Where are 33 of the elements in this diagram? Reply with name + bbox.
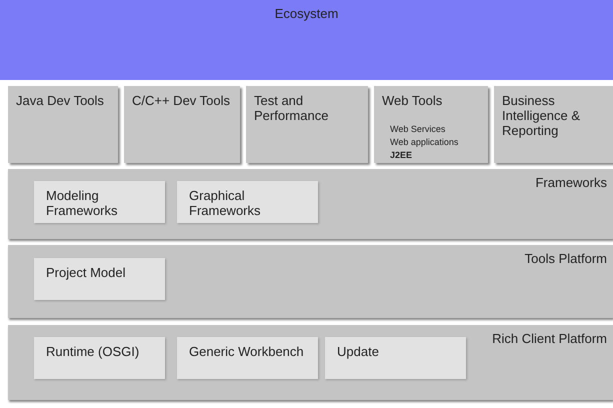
tool-box <box>8 86 118 163</box>
sub-item-text: J2EE <box>390 149 412 162</box>
tool-name: Web Tools <box>382 93 444 108</box>
layer-band <box>0 0 613 80</box>
tool-name: Test and Performance <box>254 93 330 123</box>
layer-band <box>8 245 613 318</box>
component-name: Update <box>337 344 380 359</box>
layer-band <box>8 169 613 239</box>
tool-box <box>494 86 613 163</box>
component-name: Runtime (OSGI) <box>46 344 140 359</box>
tool-name: Business Intelligence & Reporting <box>502 93 582 138</box>
sub-item-text: Web Services <box>390 123 446 136</box>
component-name: Modeling Frameworks <box>46 188 119 218</box>
tool-box <box>124 86 240 163</box>
component-box <box>34 181 165 223</box>
layer-title: Ecosystem <box>274 6 340 21</box>
tool-box <box>374 86 488 163</box>
component-box <box>34 258 165 300</box>
layer-title: Frameworks <box>535 175 607 190</box>
component-box <box>177 181 318 223</box>
component-name: Project Model <box>46 265 126 280</box>
component-box <box>34 337 165 379</box>
component-name: Generic Workbench <box>189 344 305 359</box>
tool-box <box>246 86 368 163</box>
component-box <box>177 337 318 379</box>
component-box <box>325 337 466 379</box>
layer-band <box>8 325 613 400</box>
sub-item-text: Web applications <box>390 136 458 149</box>
layer-title: Rich Client Platform <box>492 331 607 346</box>
tool-name: Java Dev Tools <box>16 93 105 108</box>
layer-title: Tools Platform <box>524 251 607 266</box>
component-name: Graphical Frameworks <box>189 188 262 218</box>
tool-name: C/C++ Dev Tools <box>132 93 232 108</box>
